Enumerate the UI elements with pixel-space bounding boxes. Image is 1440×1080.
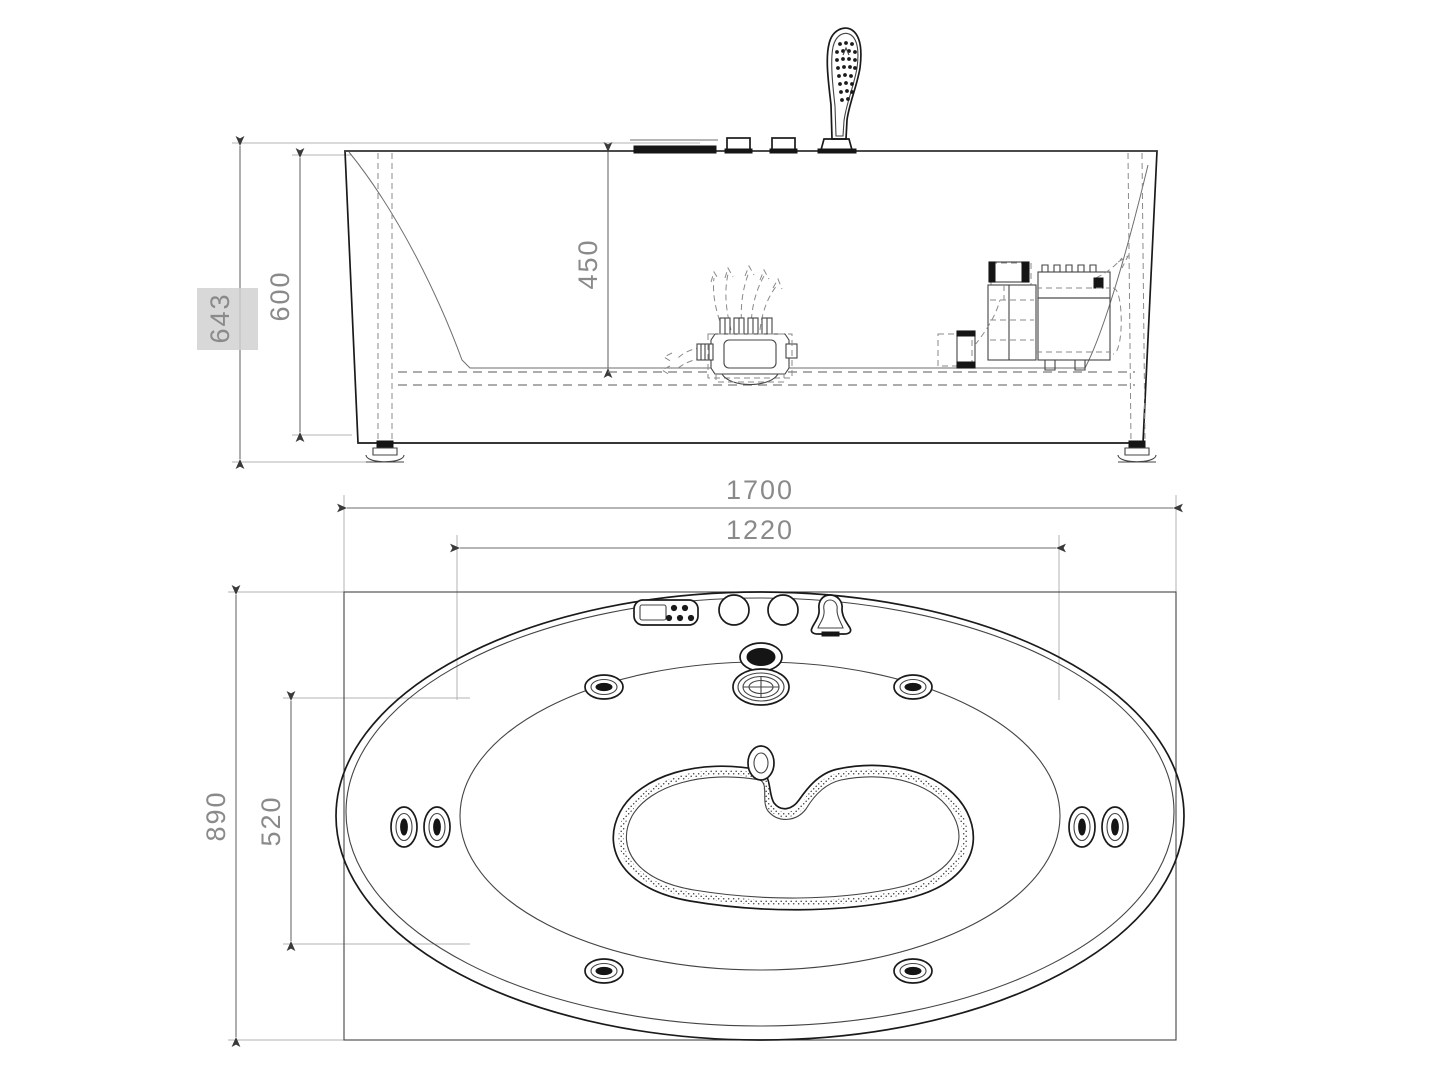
rim-jets: [584, 674, 933, 984]
dimension-450-label: 450: [573, 238, 603, 289]
dimension-1700: 1700: [337, 475, 1183, 513]
dimension-600-label: 600: [265, 270, 295, 321]
dimension-1220-label: 1220: [726, 515, 794, 545]
dimension-643: 643: [197, 136, 258, 469]
knob-right-elevation[interactable]: [769, 137, 798, 154]
pump-motor-icon: [937, 254, 1130, 371]
side-jets-left: [390, 806, 451, 848]
jet-icon: [390, 806, 418, 848]
elevation-extension-lines: [232, 142, 700, 463]
manifold-inlet: [696, 343, 714, 361]
dimension-643-highlight: [197, 288, 258, 350]
air-manifold-icon: [660, 264, 798, 385]
knob-left-elevation[interactable]: [724, 137, 753, 154]
jet-icon: [1101, 806, 1129, 848]
handshower-base-elevation: [817, 138, 857, 154]
jet-icon: [584, 958, 624, 984]
dimension-450: 450: [573, 142, 613, 378]
drain-ribs: [742, 675, 780, 699]
side-jets-right: [1068, 806, 1129, 848]
tub-outer-rim: [335, 591, 1185, 1041]
leg-right: [1117, 152, 1157, 463]
dimension-1700-label: 1700: [726, 475, 794, 505]
jet-icon: [893, 958, 933, 984]
plan-view: 1700 1220 890 520: [201, 475, 1185, 1047]
plan-extension-lines: [228, 495, 1177, 1041]
handshower-icon: [826, 27, 862, 140]
pump-union-side: [956, 330, 976, 369]
dimension-1220: 1220: [450, 515, 1066, 553]
jet-icon: [893, 674, 933, 700]
dimension-890-label: 890: [201, 790, 231, 841]
handshower-spray-holes: [835, 41, 857, 102]
dimension-600: 600: [265, 148, 305, 442]
jet-icon: [423, 806, 451, 848]
adjustable-foot-right: [1117, 440, 1157, 463]
manifold-core: [723, 339, 777, 369]
dimension-520-label: 520: [256, 795, 286, 846]
jet-icon: [1068, 806, 1096, 848]
adjustable-foot-left: [365, 440, 405, 463]
pump-outlet-fitting: [1093, 277, 1104, 289]
control-panel-elevation[interactable]: [633, 145, 717, 154]
pump-union-top: [988, 261, 1030, 283]
rim-fittings-elevation: [630, 137, 857, 154]
control-panel-icon[interactable]: [633, 599, 699, 626]
dimension-890: 890: [201, 585, 241, 1047]
leg-left: [365, 153, 405, 463]
tub-inner-basin: [459, 661, 1061, 971]
handshower-holder-icon[interactable]: [810, 594, 852, 637]
knob-left-icon[interactable]: [718, 594, 750, 626]
center-jet-icon: [747, 745, 775, 781]
drain-grate-icon: [732, 668, 790, 706]
jet-icon: [584, 674, 624, 700]
tub-inner-profile: [348, 151, 1149, 369]
pump-wet-end: [987, 284, 1037, 361]
manifold-ports: [719, 317, 773, 335]
overflow-icon: [739, 642, 783, 672]
seat-recess: [612, 764, 975, 911]
dimension-520: 520: [256, 691, 296, 951]
knob-right-icon[interactable]: [767, 594, 799, 626]
dimension-643-label: 643: [205, 292, 235, 343]
elevation-view: 643 600 450: [197, 27, 1158, 469]
control-panel-buttons[interactable]: [665, 604, 695, 622]
